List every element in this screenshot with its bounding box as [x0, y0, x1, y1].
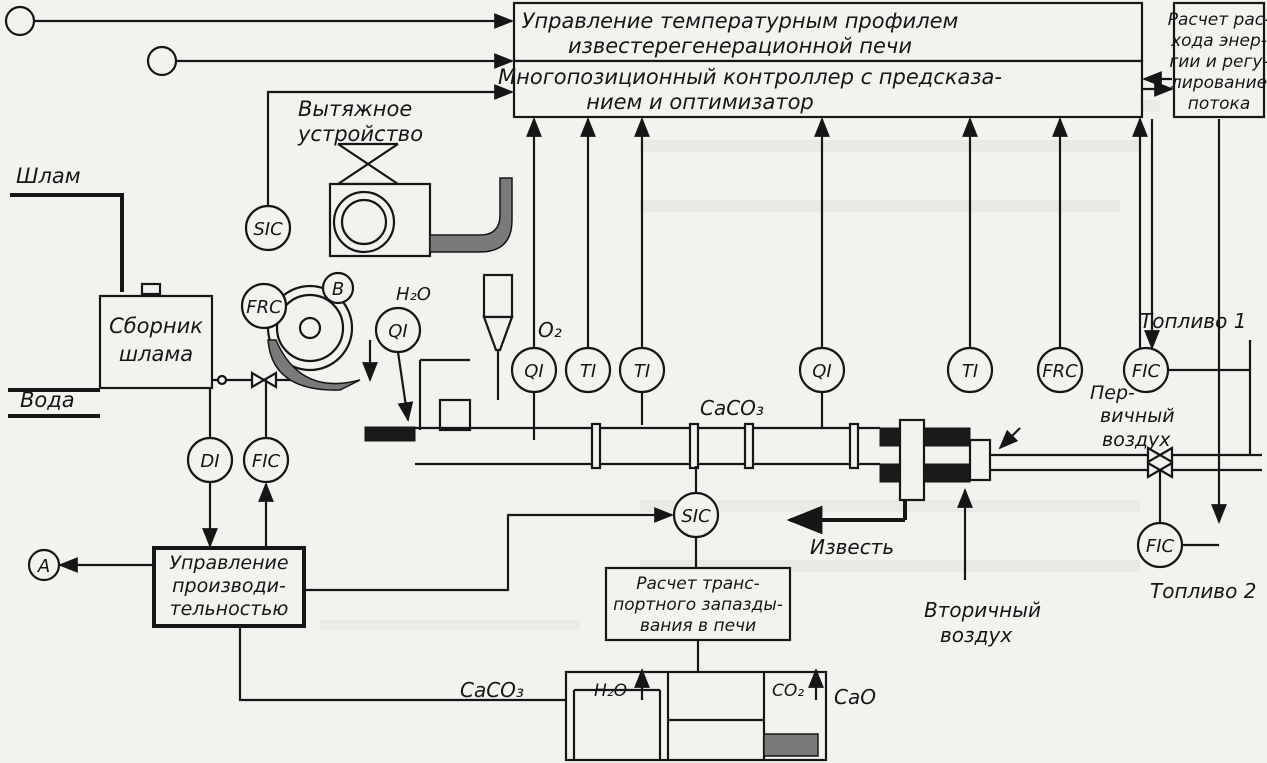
- sic-mid-label: SIC: [681, 506, 711, 527]
- fic-right-label: FIC: [1132, 361, 1161, 382]
- energy-line3: гии и регу-: [1169, 52, 1267, 72]
- sic-left-label: SIC: [253, 219, 283, 240]
- svg-text:B: B: [332, 279, 344, 300]
- delay-line2: портного запазды-: [613, 595, 783, 615]
- collector-line2: шлама: [119, 342, 193, 366]
- connector-circle-second: [146, 45, 178, 77]
- frc-left-label: FRC: [246, 297, 282, 318]
- burner-head-icon: [879, 418, 992, 502]
- frc-right-label: FRC: [1042, 361, 1078, 382]
- production-control-box: [152, 546, 306, 628]
- bottom-process-schematic: [564, 668, 828, 762]
- qi-water-label: QI: [388, 321, 407, 342]
- ti-1-instrument: [564, 346, 612, 394]
- exhaust-line2: устройство: [297, 122, 423, 146]
- background-page-text: [320, 100, 1160, 630]
- frc-right-instrument: [1036, 346, 1084, 394]
- secondary-air-line1: Вторичный: [924, 598, 1041, 622]
- primary-air-line3: воздух: [1102, 429, 1171, 451]
- exhaust-fan-icon: [328, 142, 432, 258]
- fic-left-instrument: [242, 436, 290, 484]
- qi-1-label: QI: [524, 361, 543, 382]
- ti-1-label: TI: [580, 361, 596, 382]
- ti-2-label: TI: [634, 361, 650, 382]
- o2-label: O₂: [538, 318, 562, 342]
- frc-left-instrument: [240, 282, 288, 330]
- exhaust-line1: Вытяжное: [298, 97, 412, 121]
- co2-bottom-label: CO₂: [772, 681, 804, 701]
- energy-line1: Расчет рас-: [1168, 10, 1267, 30]
- primary-air-line1: Пер-: [1090, 382, 1135, 404]
- energy-flow-calc-box: [1172, 1, 1266, 119]
- cao-bottom-label: CaO: [834, 685, 876, 709]
- caco3-bottom-label: CaCO₃: [460, 678, 524, 702]
- sludge-label: Шлам: [16, 164, 81, 188]
- top-control-line2: известерегенерационной печи: [568, 34, 912, 58]
- energy-line4: лирование: [1170, 73, 1267, 93]
- top-control-line1: Управление температурным профилем: [522, 9, 959, 33]
- qi-1-instrument: [510, 346, 558, 394]
- kiln-tube-rings: [590, 422, 860, 470]
- fuel2-label: Топливо 2: [1150, 579, 1256, 603]
- ti-3-label: TI: [962, 361, 978, 382]
- h2o-upper-label: H₂O: [396, 284, 431, 305]
- sludge-collector-box: [98, 294, 214, 390]
- lime-label: Известь: [810, 535, 894, 559]
- collector-line1: Сборник: [109, 314, 203, 338]
- di-label: DI: [200, 451, 219, 472]
- connector-a: [27, 548, 61, 582]
- energy-line2: хода энер-: [1170, 31, 1267, 51]
- qi-2-label: QI: [812, 361, 831, 382]
- mpc-line1: Многопозиционный контроллер с предсказа-: [498, 65, 1002, 89]
- production-line1: Управление: [169, 552, 288, 574]
- fic-fuel2-label: FIC: [1146, 536, 1175, 557]
- energy-line5: потока: [1188, 94, 1251, 114]
- ti-3-instrument: [946, 346, 994, 394]
- delay-line1: Расчет транс-: [636, 574, 760, 594]
- transport-delay-box: [604, 566, 792, 642]
- h2o-bottom-label: H₂O: [594, 681, 627, 701]
- fuel1-label: Топливо 1: [1140, 309, 1246, 333]
- svg-text:A: A: [37, 556, 50, 577]
- mpc-line2: нием и оптимизатор: [586, 90, 814, 114]
- production-line3: тельностью: [170, 598, 289, 620]
- fic-left-label: FIC: [252, 451, 281, 472]
- secondary-air-line2: воздух: [940, 623, 1012, 647]
- sic-left-instrument: [244, 204, 292, 252]
- connector-circle-top: [4, 5, 36, 37]
- primary-air-line2: вичный: [1100, 405, 1175, 427]
- production-line2: производи-: [172, 575, 286, 597]
- connector-b: [321, 271, 355, 305]
- caco3-kiln-label: CaCO₃: [700, 396, 764, 420]
- mpc-controller-box: [512, 59, 1144, 119]
- delay-line3: вания в печи: [640, 616, 756, 636]
